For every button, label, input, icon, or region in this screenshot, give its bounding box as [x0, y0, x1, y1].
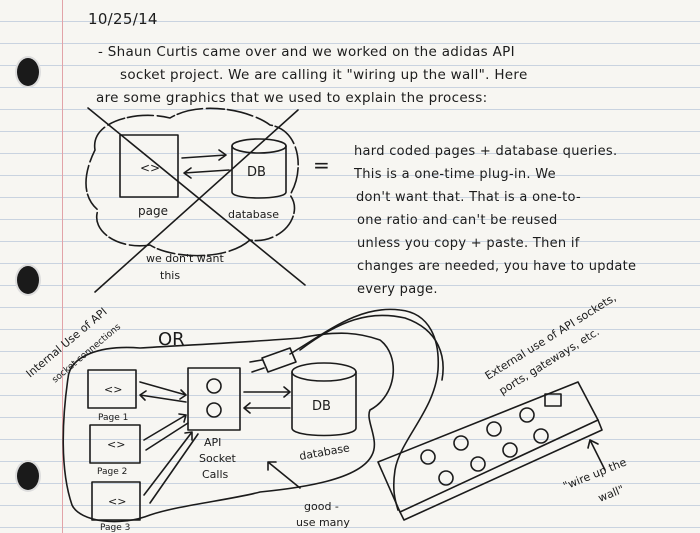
plug-cord: [289, 308, 440, 511]
diagram1-page-label: page: [138, 204, 168, 218]
diagram1-page-box: [119, 134, 179, 198]
binder-hole: [17, 58, 39, 86]
binder-hole: [17, 266, 39, 294]
good-label-2: use many: [296, 516, 350, 529]
diagram2-arrow-p3b: [149, 433, 199, 504]
diagram2-arrow-db-back: [243, 402, 291, 414]
binder-hole: [17, 462, 39, 490]
description-line-5: unless you copy + paste. Then if: [357, 236, 580, 251]
wire-arrow: [587, 439, 606, 471]
diagram1-arrow-right: [181, 149, 227, 161]
diagram2-database-label: database: [298, 441, 351, 463]
page2-symbol: <>: [107, 438, 125, 451]
intro-line-2: socket project. We are calling it "wirin…: [120, 67, 528, 83]
note-date: 10/25/14: [88, 10, 158, 28]
diagram1-cross-out: [87, 107, 306, 286]
page3-symbol: <>: [108, 495, 126, 508]
api-label-1: API: [204, 436, 221, 449]
or-label: OR: [158, 329, 185, 350]
wire-label-2: wall": [596, 483, 626, 505]
diagram2-page-2-box: [89, 424, 141, 464]
good-arrow: [267, 461, 301, 489]
plug-cord-2: [299, 314, 444, 381]
intro-line-1: - Shaun Curtis came over and we worked o…: [98, 44, 515, 60]
diagram2-arrow-p2: [143, 413, 187, 441]
diagram2-arrow-p3: [143, 431, 193, 496]
diagram1-page-symbol: <>: [140, 161, 160, 175]
diagram2-db-cylinder: [291, 371, 357, 437]
diagram2-api-outlet: [187, 367, 241, 431]
page1-label: Page 1: [98, 413, 128, 423]
description-line-2: This is a one-time plug-in. We: [354, 167, 556, 182]
diagram2-arrow-p1: [139, 381, 187, 400]
equals-sign: =: [313, 153, 331, 177]
intro-line-3: are some graphics that we used to explai…: [96, 90, 488, 106]
page3-label: Page 3: [100, 523, 130, 533]
description-line-1: hard coded pages + database queries.: [354, 144, 618, 159]
diagram1-cloud: [85, 107, 299, 257]
diagram2-outline: [62, 332, 394, 523]
plug-head: [261, 347, 297, 373]
diagram1-db-label: DB: [247, 165, 266, 180]
diagram1-db-cylinder: [231, 145, 287, 199]
diagram2-db-label: DB: [312, 399, 331, 414]
diagram2-arrow-p2b: [145, 422, 189, 451]
api-label-3: Calls: [202, 468, 229, 481]
api-label-2: Socket: [199, 452, 237, 465]
description-line-4: one ratio and can't be reused: [357, 213, 558, 228]
good-label-1: good -: [304, 500, 339, 513]
diagram1-caption-2: this: [160, 269, 180, 282]
diagram1-database-label: database: [228, 208, 279, 221]
diagram2-arrow-p1b: [139, 390, 187, 403]
page2-label: Page 2: [97, 467, 127, 477]
diagram1-caption-1: we don't want: [146, 252, 224, 265]
diagram2-page-1-box: [87, 369, 137, 409]
description-line-6: changes are needed, you have to update: [357, 259, 637, 274]
diagram1-arrow-left: [183, 167, 230, 179]
page1-symbol: <>: [104, 383, 122, 396]
margin-line: [62, 0, 63, 533]
diagram2-arrow-db: [243, 386, 291, 398]
description-line-7: every page.: [357, 282, 438, 297]
diagram2-page-3-box: [91, 481, 141, 521]
diagram1-cross-out-2: [94, 109, 299, 293]
description-line-3: don't want that. That is a one-to-: [356, 190, 582, 205]
